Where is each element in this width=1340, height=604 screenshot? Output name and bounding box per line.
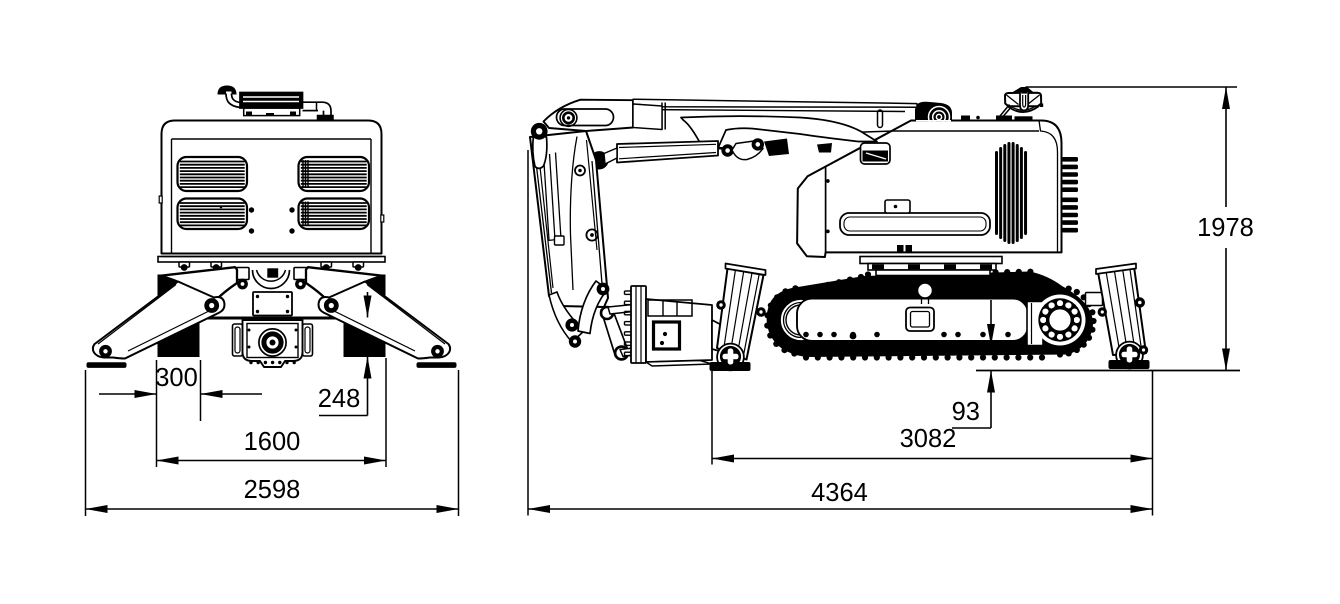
svg-text:93: 93 <box>952 398 980 426</box>
svg-text:3082: 3082 <box>900 425 957 453</box>
svg-text:2598: 2598 <box>244 476 301 504</box>
svg-text:300: 300 <box>155 364 198 392</box>
svg-text:4364: 4364 <box>811 479 868 507</box>
svg-text:1978: 1978 <box>1197 214 1254 242</box>
svg-text:1600: 1600 <box>244 428 301 456</box>
svg-text:248: 248 <box>318 385 361 413</box>
